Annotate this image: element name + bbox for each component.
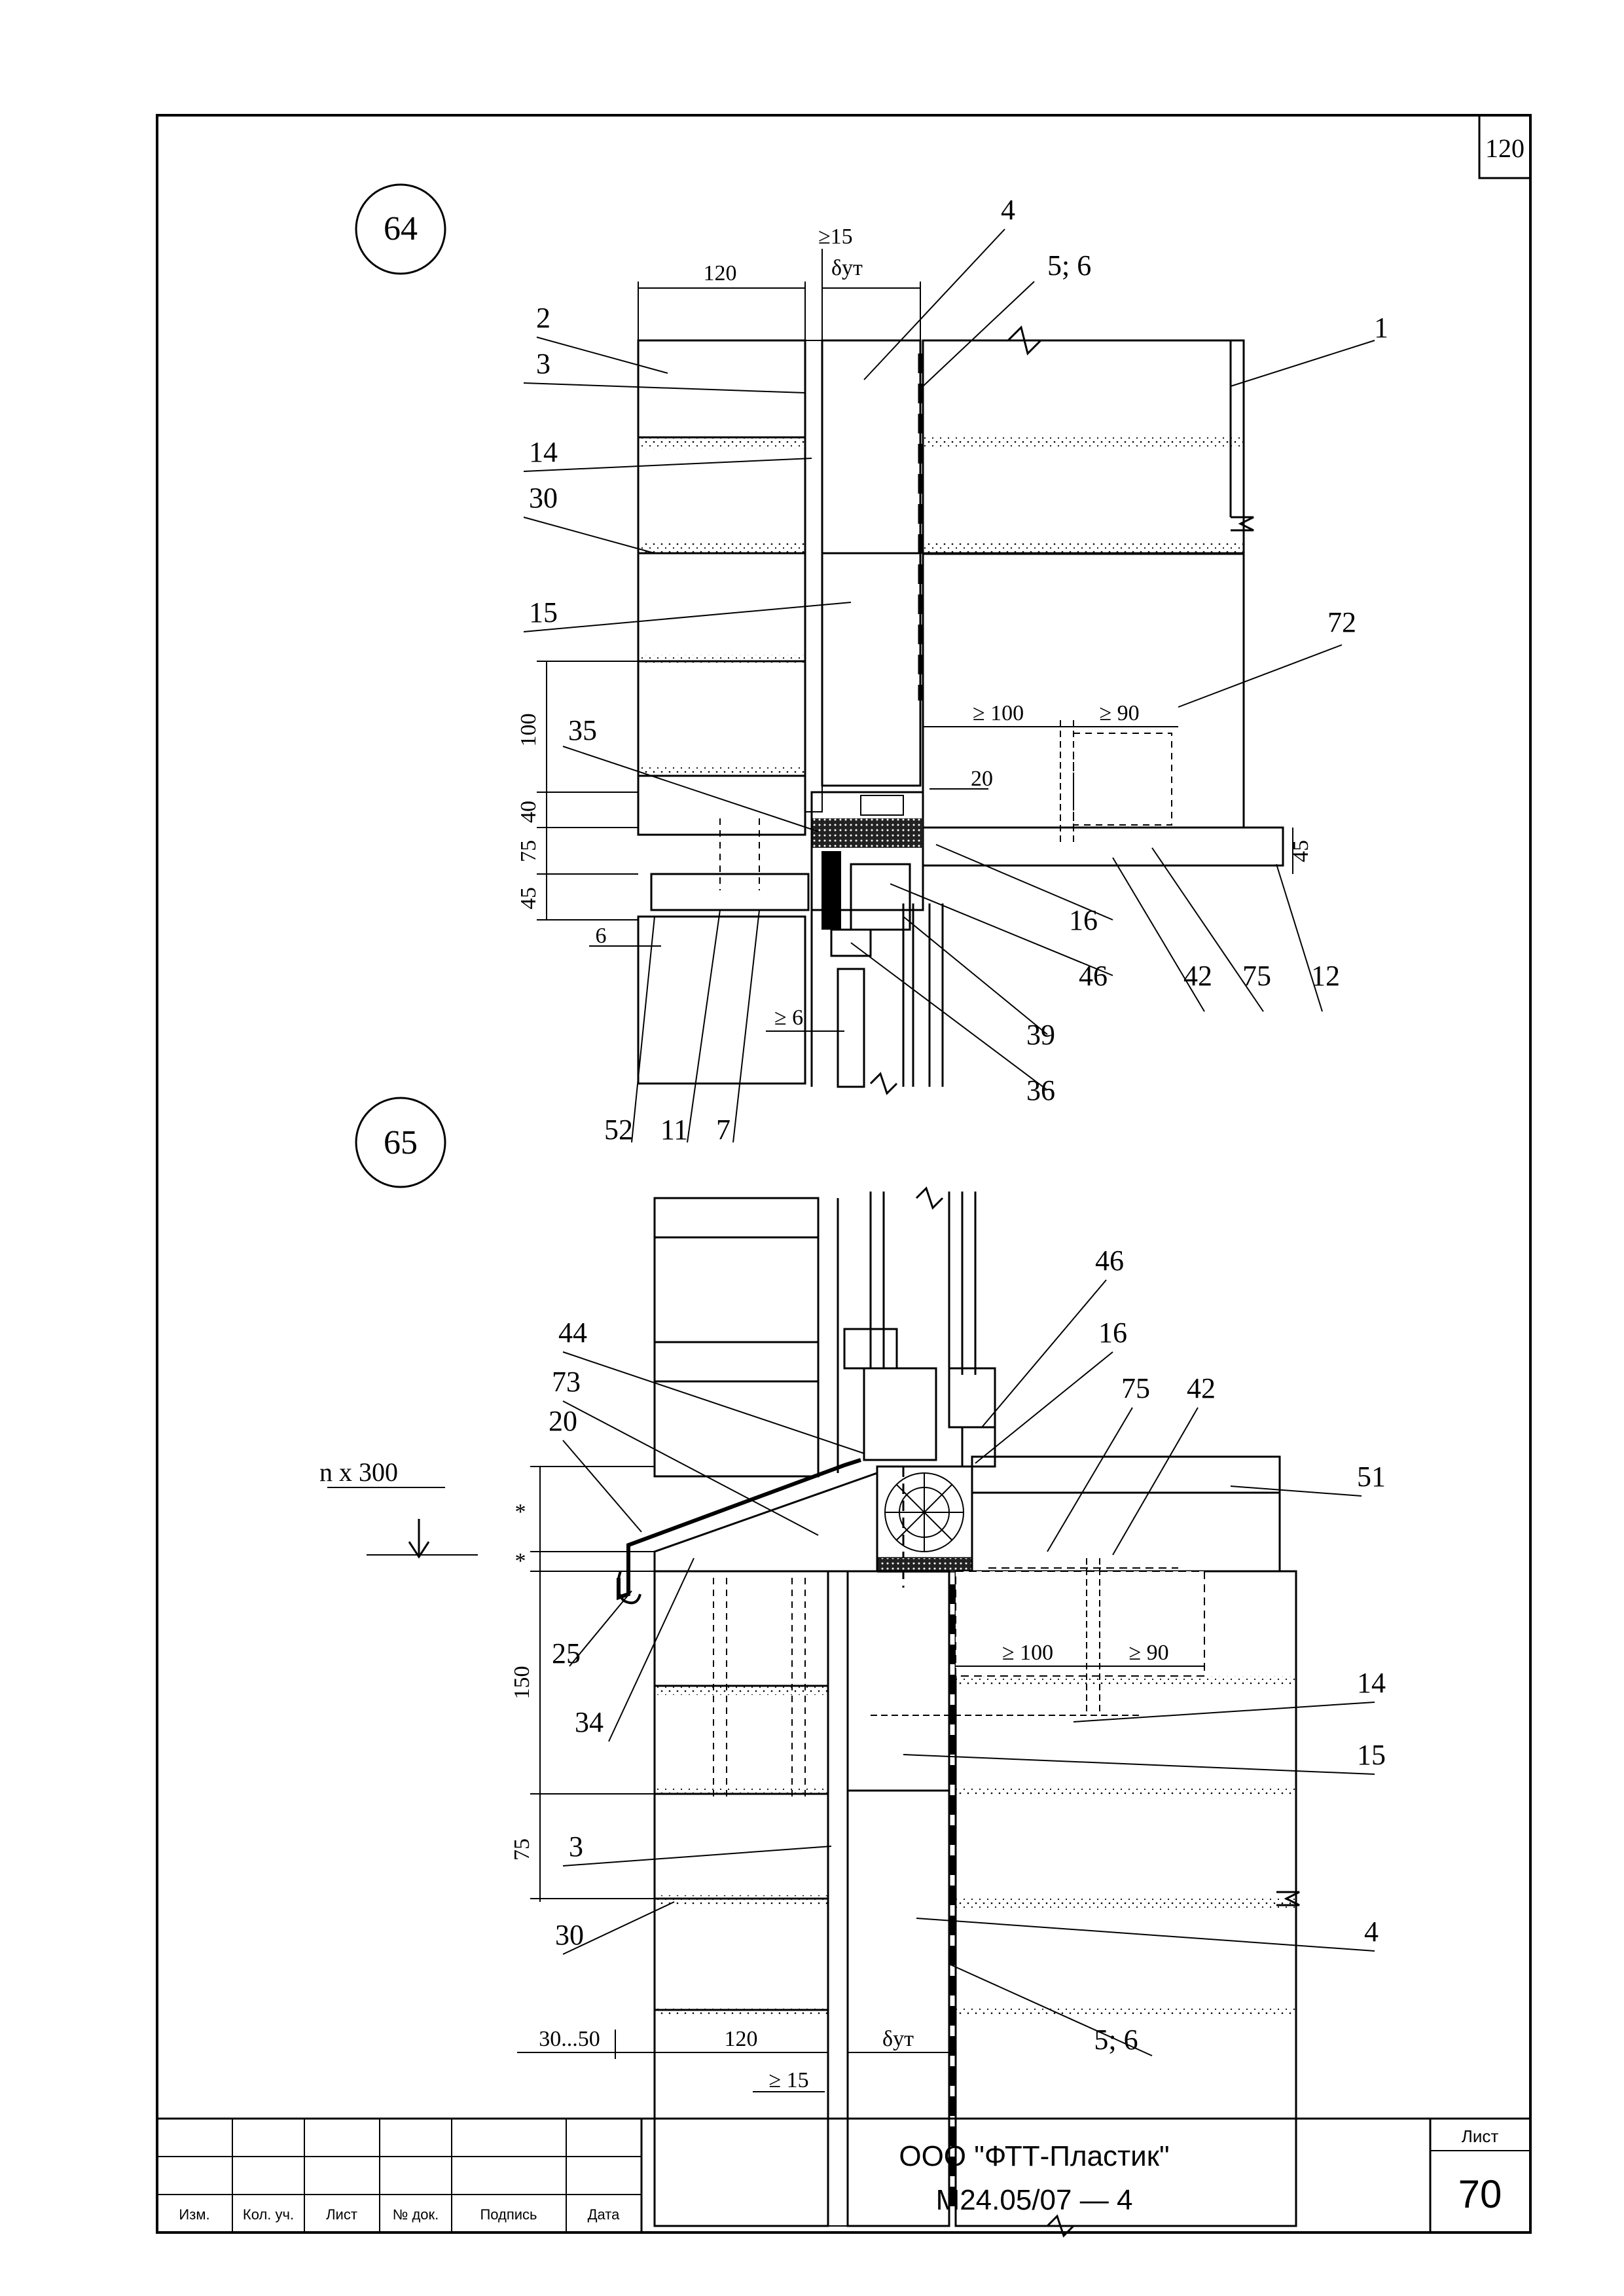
dim-65-n300: n x 300 [319,1457,398,1487]
sheet-frame [156,114,1532,2234]
callout-64-12: 12 [1311,960,1340,992]
sheet-ref-box [1478,114,1532,179]
callout-64-5-6: 5; 6 [1047,249,1091,282]
callout-64-16: 16 [1069,904,1098,936]
tb-col-kol-uch: Кол. уч. [243,2206,294,2223]
dims-65: * * 150 75 n x 300 30...50 120 δут ≥ 15 … [319,1457,1204,2092]
detail-65: 65 [319,1097,1386,2238]
tb-doc-code: М24.05/07 — 4 [936,2184,1133,2216]
dim-65-gap: ≥ 15 [768,2068,808,2092]
detail-64-number: 64 [384,210,418,247]
callout-64-4: 4 [1001,194,1015,226]
lintel-left-64 [650,873,810,911]
tb-col-doc-no: № док. [393,2206,439,2223]
callout-64-3: 3 [536,348,550,380]
dim-64-insulation: δут [831,256,863,280]
tb-col-izm: Изм. [179,2206,209,2223]
dim-65-star-1: * [515,1500,526,1524]
dim-64-gap: ≥15 [818,225,853,249]
callout-64-36: 36 [1026,1074,1055,1106]
dim-64-20: 20 [971,767,993,791]
leaders-64 [523,228,1375,1143]
dim-64-ge100: ≥ 100 [973,701,1024,725]
detail-65-marker [355,1097,446,1188]
callout-65-15: 15 [1357,1739,1386,1771]
inner-wall-64 [922,339,1245,555]
callout-65-20: 20 [549,1405,577,1437]
dim-64-45-right: 45 [1289,840,1313,862]
interior-sill-65 [971,1455,1281,1573]
tb-col-list: Лист [326,2206,357,2223]
dim-64-45: 45 [516,887,541,909]
dim-65-120: 120 [725,2027,758,2051]
air-gap-64 [804,340,823,812]
insulation-lower-64 [821,552,922,787]
callout-64-35: 35 [568,714,597,746]
callout-65-16: 16 [1098,1317,1127,1349]
callout-65-4: 4 [1364,1916,1379,1948]
callout-64-75: 75 [1242,960,1271,992]
dim-65-150: 150 [510,1666,534,1700]
callout-64-1: 1 [1374,312,1388,344]
insulation-lower-65 [846,1789,950,2227]
dim-65-ge90: ≥ 90 [1128,1641,1168,1665]
detail-64: 64 [355,183,1388,1146]
detail-64-marker [355,183,446,275]
callout-65-42: 42 [1187,1372,1216,1404]
tb-col-signature: Подпись [480,2206,537,2223]
dim-64-100: 100 [516,714,541,747]
tb-sheet-number: 70 [1458,2172,1502,2216]
insulation-upper-65 [846,1570,950,1792]
dim-64-120: 120 [704,261,737,285]
dim-65-75: 75 [510,1838,534,1861]
dim-64-6: 6 [596,924,607,948]
dims-64: 120 ≥15 δут 100 40 75 45 45 6 ≥ 6 ≥ 100 … [516,225,1313,1032]
air-gap-65 [827,1571,848,2227]
callout-65-44: 44 [558,1317,587,1349]
tb-col-date: Дата [588,2206,620,2223]
detail-65-number: 65 [384,1124,418,1161]
dim-65-ge100: ≥ 100 [1002,1641,1053,1665]
callout-65-14: 14 [1357,1667,1386,1699]
callout-64-15: 15 [529,596,558,629]
window-board-65 [971,1455,1281,1494]
callout-64-39: 39 [1026,1019,1055,1051]
callout-65-25: 25 [552,1637,581,1669]
callout-64-42: 42 [1183,960,1212,992]
callout-64-11: 11 [660,1114,688,1146]
dim-65-30-50: 30...50 [539,2027,600,2051]
dim-64-40: 40 [516,801,541,823]
callout-65-51: 51 [1357,1461,1386,1493]
callout-65-73: 73 [552,1366,581,1398]
leaders-65 [562,1279,1375,2056]
dim-65-star-2: * [515,1549,526,1573]
dim-65-insulation: δут [882,2027,914,2051]
callout-64-46: 46 [1079,960,1108,992]
dim-64-75: 75 [516,840,541,862]
tb-sheet-label: Лист [1462,2126,1499,2146]
callout-64-7: 7 [716,1114,731,1146]
callout-64-14: 14 [529,436,558,468]
callout-64-2: 2 [536,302,550,334]
tb-organization: ООО "ФТТ-Пластик" [899,2140,1169,2172]
brick-outer-upper [637,339,806,836]
concrete-sill-64 [922,826,1284,867]
callout-65-30: 30 [555,1919,584,1951]
sheet-ref: 120 [1485,134,1525,163]
callout-65-5-6: 5; 6 [1094,2024,1138,2056]
title-block: Изм. Кол. уч. Лист № док. Подпись Дата О… [157,2117,1530,2232]
callout-65-34: 34 [575,1706,604,1738]
dim-64-ge90: ≥ 90 [1099,701,1139,725]
callout-65-46: 46 [1095,1245,1124,1277]
callout-64-52: 52 [604,1114,633,1146]
callout-64-72: 72 [1327,606,1356,638]
callout-64-30: 30 [529,482,558,514]
callout-65-3: 3 [569,1831,583,1863]
callout-65-75: 75 [1121,1372,1150,1404]
dim-64-ge6: ≥ 6 [774,1006,803,1030]
